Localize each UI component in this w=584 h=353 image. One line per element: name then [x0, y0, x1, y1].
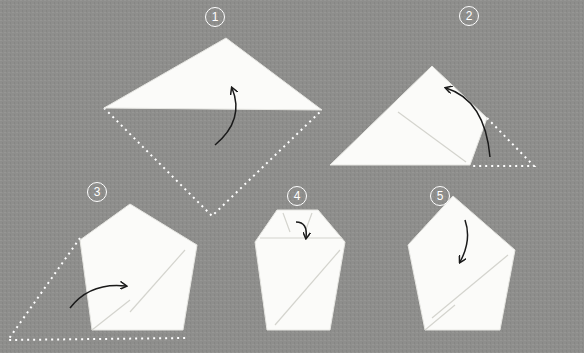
crease-lines: [92, 112, 508, 330]
callout-number: 2: [459, 6, 479, 26]
fold-arrows: [70, 88, 490, 308]
callout-number: 4: [287, 186, 307, 206]
callout-number: 5: [430, 186, 450, 206]
paper-shapes: [80, 38, 515, 330]
callout-number: 1: [205, 7, 225, 27]
callout-number: 3: [87, 182, 107, 202]
